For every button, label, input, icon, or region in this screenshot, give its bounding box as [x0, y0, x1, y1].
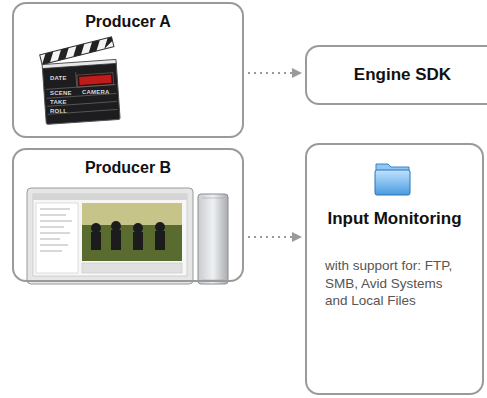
clapperboard-label: ROLL [50, 108, 67, 114]
clapperboard-label: DATE [50, 75, 67, 81]
target-box: Engine SDK [305, 45, 487, 105]
clapperboard-label: CAMERA [82, 89, 110, 95]
producer-box: Producer B [12, 148, 244, 282]
computer-icon [27, 188, 228, 284]
box-title: Producer A [14, 4, 242, 31]
folder-icon [375, 164, 410, 195]
dotted-arrow [248, 236, 301, 238]
monitor-box: Input Monitoring with support for: FTP, S… [305, 143, 484, 395]
clapperboard-label: TAKE [50, 99, 67, 105]
box-title: Producer B [14, 150, 242, 177]
box-note: with support for: FTP, SMB, Avid Systems… [325, 257, 465, 310]
producer-box: Producer A [12, 2, 244, 138]
box-title: Engine SDK [307, 47, 487, 103]
clapperboard-label: SCENE [50, 90, 72, 96]
box-title: Input Monitoring [307, 145, 482, 229]
clapperboard-icon [39, 37, 120, 125]
dotted-arrow [248, 72, 301, 74]
